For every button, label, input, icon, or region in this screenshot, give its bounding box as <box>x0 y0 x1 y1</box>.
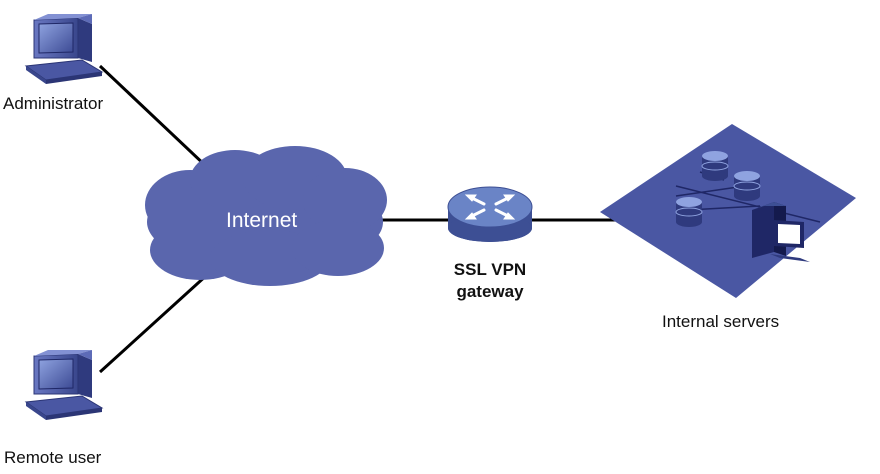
link-remote-user-internet <box>98 272 210 374</box>
gateway-router-icon <box>447 186 533 242</box>
internet-label: Internet <box>226 209 298 232</box>
internal-servers-label: Internal servers <box>662 312 780 331</box>
internet-cloud-icon <box>145 146 387 286</box>
database-icon <box>675 197 703 227</box>
gateway-label-line2: gateway <box>456 282 524 301</box>
remote-user-label: Remote user <box>4 448 102 467</box>
administrator-label: Administrator <box>3 94 104 113</box>
remote-user-computer-icon <box>24 350 104 420</box>
server-monitor-icon <box>770 220 810 262</box>
database-icon <box>733 171 761 201</box>
internal-servers-platform-icon <box>600 124 856 298</box>
gateway-label-line1: SSL VPN <box>453 260 527 279</box>
administrator-computer-icon <box>24 14 104 84</box>
link-administrator-internet <box>98 64 210 170</box>
gateway-label: SSL VPN gateway <box>430 259 550 303</box>
links <box>98 64 628 374</box>
database-icon <box>701 151 729 181</box>
